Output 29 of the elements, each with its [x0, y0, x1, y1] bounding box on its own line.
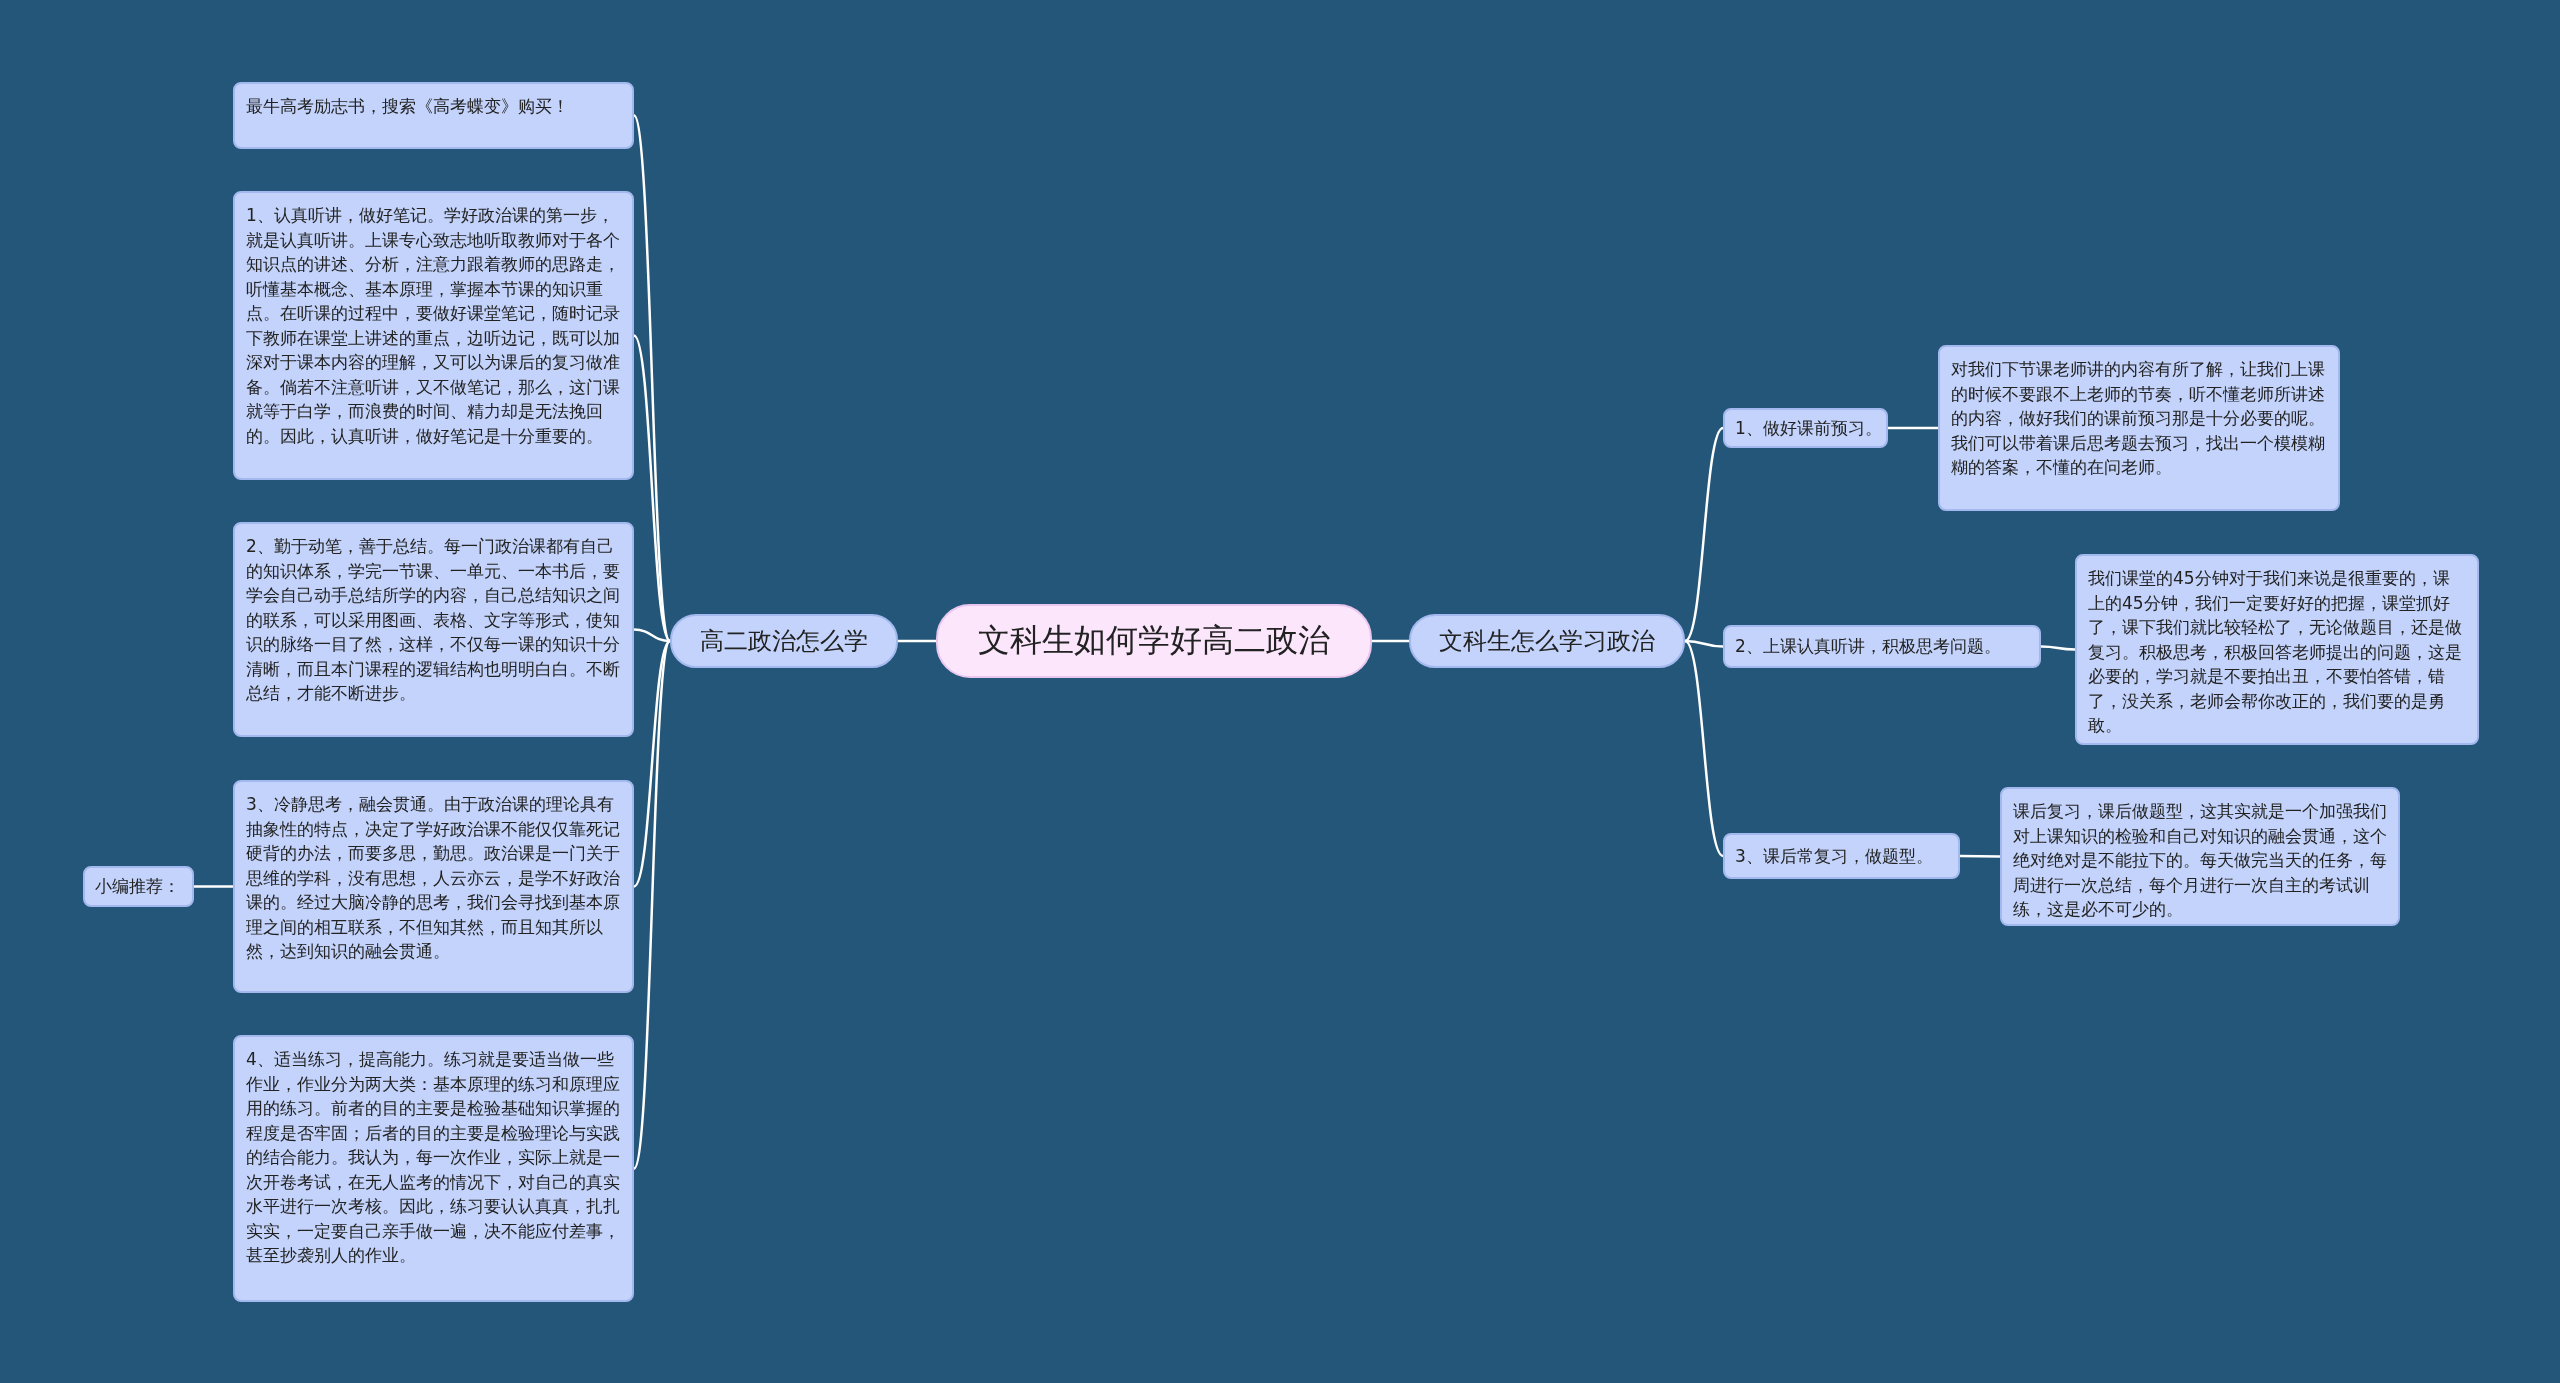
topic-box: 小编推荐：: [83, 866, 194, 907]
connector-line: [1684, 640, 1724, 857]
central-topic: 文科生如何学好高二政治: [936, 604, 1372, 678]
connector-line: [633, 628, 671, 643]
text-box: 课后复习，课后做题型，这其实就是一个加强我们对上课知识的检验和自己对知识的融会贯通，这个绝对绝对是不能拉下的。每天做完当天的任务，每周进行一次总结，每个月进行一次自主的考试训练，这是必不可少的。: [2000, 787, 2400, 926]
connector-line: [1684, 639, 1724, 648]
connector-line: [633, 640, 671, 888]
text-box: 我们课堂的45分钟对于我们来说是很重要的，课上的45分钟，我们一定要好好的把握，课堂抓好了，课下我们就比较轻松了，无论做题目，还是做复习。积极思考，积极回答老师提出的问题，这是必要的，学习就是不要拍出丑，不要怕答错，错了，没关系，老师会帮你改正的，我们要的是勇敢。: [2075, 554, 2479, 745]
connector-line: [1888, 426, 1938, 430]
topic-box: 高二政治怎么学: [670, 614, 898, 668]
text-box: 4、适当练习，提高能力。练习就是要适当做一些作业，作业分为两大类：基本原理的练习和原理应用的练习。前者的目的主要是检验基础知识掌握的程度是否牢固；后者的目的主要是检验理论与实践的结合能力。我认为，每一次作业，实际上就是一次开卷考试，在无人监考的情况下，对自己的真实水平进行一次考核。因此，练习要认认真真，扎扎实实，一定要自己亲手做一遍，决不能应付差事，甚至抄袭别人的作业。: [233, 1035, 634, 1302]
note-box: 最牛高考励志书，搜索《高考蝶变》购买！: [233, 82, 634, 149]
text-box: 1、认真听讲，做好笔记。学好政治课的第一步，就是认真听讲。上课专心致志地听取教师对于各个知识点的讲述、分析，注意力跟着教师的思路走，听懂基本概念、基本原理，掌握本节课的知识重点。在听课的过程中，要做好课堂笔记，随时记录下教师在课堂上讲述的重点，边听边记，既可以加深对于课本内容的理解，又可以为课后的复习做准备。倘若不注意听讲，又不做笔记，那么，这门课就等于白学，而浪费的时间、精力却是无法挽回的。因此，认真听讲，做好笔记是十分重要的。: [233, 191, 634, 480]
topic-box: 文科生怎么学习政治: [1409, 614, 1685, 668]
connector-line: [1960, 854, 2000, 858]
connector-line: [898, 639, 936, 643]
connector-line: [632, 640, 672, 1169]
topic-box: 1、做好课前预习。: [1723, 408, 1888, 448]
text-box: 3、冷静思考，融会贯通。由于政治课的理论具有抽象性的特点，决定了学好政治课不能仅仅靠死记硬背的办法，而要多思，勤思。政治课是一门关于思维的学科，没有思想，人云亦云，是学不好政治课的。经过大脑冷静的思考，我们会寻找到基本原理之间的相互联系，不但知其然，而且知其所以然，达到知识的融会贯通。: [233, 780, 634, 993]
connector-line: [1372, 639, 1409, 643]
connector-line: [632, 115, 672, 642]
text-box: 2、勤于动笔，善于总结。每一门政治课都有自己的知识体系，学完一节课、一单元、一本书后，要学会自己动手总结所学的内容，自己总结知识之间的联系，可以采用图画、表格、文字等形式，使知识的脉络一目了然，这样，不仅每一课的知识十分清晰，而且本门课程的逻辑结构也明明白白。不断总结，才能不断进步。: [233, 522, 634, 737]
text-box: 对我们下节课老师讲的内容有所了解，让我们上课的时候不要跟不上老师的节奏，听不懂老师所讲述的内容，做好我们的课前预习那是十分必要的呢。我们可以带着课后思考题去预习，找出一个模模糊糊的答案，不懂的在问老师。: [1938, 345, 2340, 511]
connector-line: [632, 334, 672, 642]
connector-line: [1684, 427, 1724, 642]
connector-line: [194, 885, 233, 888]
topic-box: 3、课后常复习，做题型。: [1723, 833, 1960, 879]
topic-box: 2、上课认真听讲，积极思考问题。: [1723, 625, 2041, 668]
connector-line: [2041, 645, 2075, 651]
